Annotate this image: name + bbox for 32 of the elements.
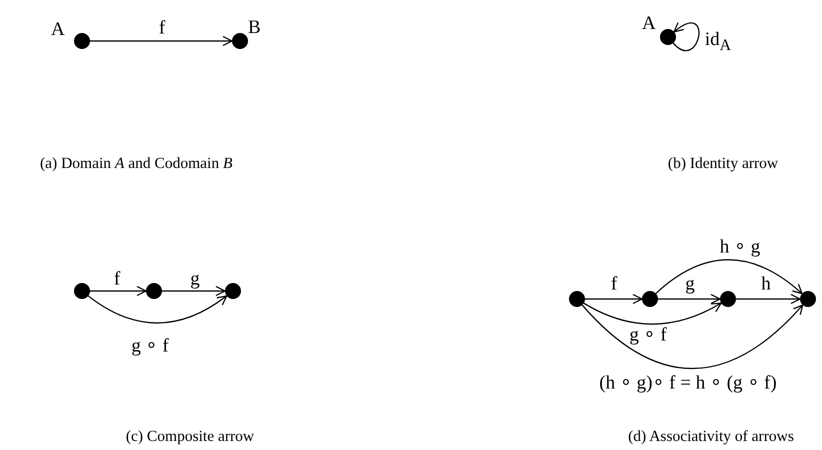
arrow <box>90 286 147 296</box>
node-label: B <box>248 18 261 37</box>
arrow <box>162 286 226 296</box>
node-label: A <box>642 14 656 33</box>
dot <box>74 283 90 299</box>
arrow <box>658 294 721 304</box>
edge-label: (h ∘ g)∘ f = h ∘ (g ∘ f) <box>598 374 778 392</box>
caption: (b) Identity arrow <box>666 154 780 173</box>
arrow <box>672 22 700 52</box>
dot <box>642 291 658 307</box>
dot <box>232 33 248 49</box>
arrow <box>584 302 722 325</box>
dot <box>74 33 90 49</box>
caption: (c) Composite arrow <box>124 427 256 446</box>
arrow <box>582 304 804 369</box>
arrow <box>585 294 643 304</box>
caption: (a) Domain A and Codomain B <box>40 154 234 173</box>
arrow <box>736 294 801 304</box>
edge-label: g ∘ f <box>628 326 668 344</box>
arrow <box>655 259 803 294</box>
arrow <box>90 36 233 46</box>
dot <box>720 291 736 307</box>
node-label: A <box>51 20 65 39</box>
edge-label: g ∘ f <box>130 336 170 356</box>
dot <box>146 283 162 299</box>
dot <box>569 291 585 307</box>
caption: (d) Associativity of arrows <box>627 427 795 446</box>
arrow <box>88 295 228 324</box>
dot <box>800 291 816 307</box>
edge-label: h ∘ g <box>718 238 762 256</box>
dot <box>660 29 676 45</box>
dot <box>225 283 241 299</box>
